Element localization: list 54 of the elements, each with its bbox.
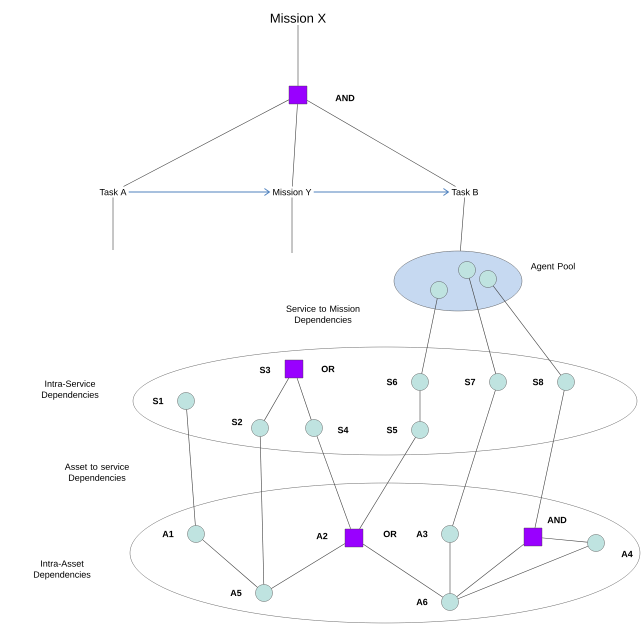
connector-line <box>123 100 290 187</box>
node-label: S5 <box>386 426 398 434</box>
node-label: S3 <box>260 366 270 374</box>
group-heading: Intra-Asset Dependencies <box>34 560 90 580</box>
node-label: A1 <box>162 530 174 538</box>
node-label: Mission X <box>270 13 326 23</box>
node-label: S2 <box>232 418 242 426</box>
node-label: A6 <box>416 598 428 606</box>
arrow <box>128 188 270 196</box>
node-label: A2 <box>316 532 328 540</box>
node-label: Task A <box>100 188 126 196</box>
connector-line <box>452 390 496 526</box>
node-label: AND <box>335 94 354 102</box>
node-label: S1 <box>152 398 164 404</box>
node-label: A3 <box>416 530 428 538</box>
connector-line <box>260 436 264 585</box>
connector-line <box>359 437 416 530</box>
group-heading: Intra-Service Dependencies <box>42 380 98 400</box>
node-label: S8 <box>532 378 544 386</box>
node-label: S4 <box>338 426 348 434</box>
connector-line <box>456 544 524 597</box>
section-label: Service to Mission Dependencies <box>286 305 360 325</box>
connector-line <box>421 298 438 374</box>
node-label: S6 <box>386 378 398 386</box>
circle-node <box>458 261 476 279</box>
connector-line <box>458 546 588 600</box>
connector-line <box>316 436 351 530</box>
connector-line <box>306 100 456 187</box>
connector-line <box>492 286 562 376</box>
group-heading: Agent Pool <box>530 262 575 272</box>
circle-node <box>430 281 448 299</box>
node-label: AND <box>547 516 566 524</box>
connector-line <box>271 543 346 589</box>
connector-line <box>534 390 564 528</box>
section-label: Asset to service Dependencies <box>64 463 129 483</box>
node-label: Mission Y <box>273 188 312 196</box>
connector-line <box>264 378 289 421</box>
node-label: Task B <box>452 188 478 196</box>
connector-line <box>362 544 444 598</box>
circle-node <box>479 270 497 288</box>
connector-line <box>186 409 196 526</box>
node-label: A5 <box>230 590 242 596</box>
connector-line <box>296 378 312 420</box>
node-label: OR <box>384 530 397 538</box>
arrow <box>313 188 450 196</box>
node-label: S7 <box>464 378 476 386</box>
connector-line <box>460 197 465 252</box>
connector-line <box>542 538 588 542</box>
stub-line <box>112 197 114 250</box>
node-label: OR <box>322 366 335 372</box>
connector-line <box>469 278 496 374</box>
connector-line <box>292 104 298 187</box>
node-label: A4 <box>621 550 633 558</box>
connector-line <box>202 539 258 588</box>
